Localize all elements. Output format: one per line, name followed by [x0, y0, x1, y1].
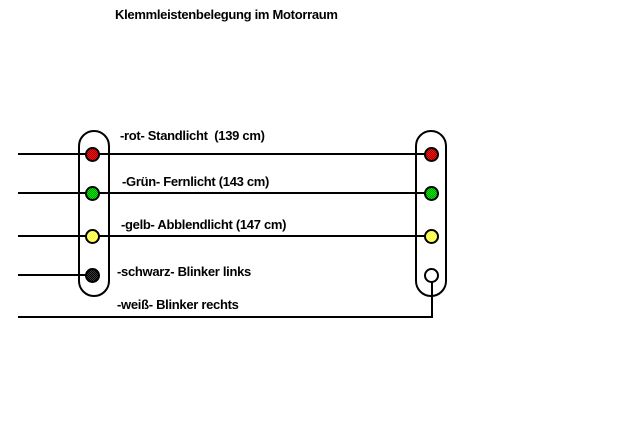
page-title: Klemmleistenbelegung im Motorraum	[115, 7, 338, 22]
wire-fernlicht-line	[18, 192, 432, 194]
terminal-left-gruen	[85, 186, 100, 201]
terminal-strip-left	[78, 130, 110, 297]
wire-label-gelb: -gelb- Abblendlicht (147 cm)	[121, 217, 287, 232]
terminal-right-gelb	[424, 229, 439, 244]
terminal-strip-right	[415, 130, 447, 297]
terminal-left-gelb	[85, 229, 100, 244]
wire-blinker-links-line	[18, 274, 98, 276]
wire-label-weiss: -weiß- Blinker rechts	[117, 297, 239, 312]
wire-label-schwarz: -schwarz- Blinker links	[117, 264, 251, 279]
wire-label-rot: -rot- Standlicht (139 cm)	[120, 128, 265, 143]
wire-abblendlicht-line	[18, 235, 432, 237]
wire-label-gruen: -Grün- Fernlicht (143 cm)	[122, 174, 270, 189]
terminal-right-rot	[424, 147, 439, 162]
terminal-right-weiss	[424, 268, 439, 283]
wire-standlicht-line	[18, 153, 432, 155]
wire-blinker-rechts-line	[18, 316, 433, 318]
terminal-left-schwarz	[85, 268, 100, 283]
terminal-right-gruen	[424, 186, 439, 201]
terminal-left-rot	[85, 147, 100, 162]
